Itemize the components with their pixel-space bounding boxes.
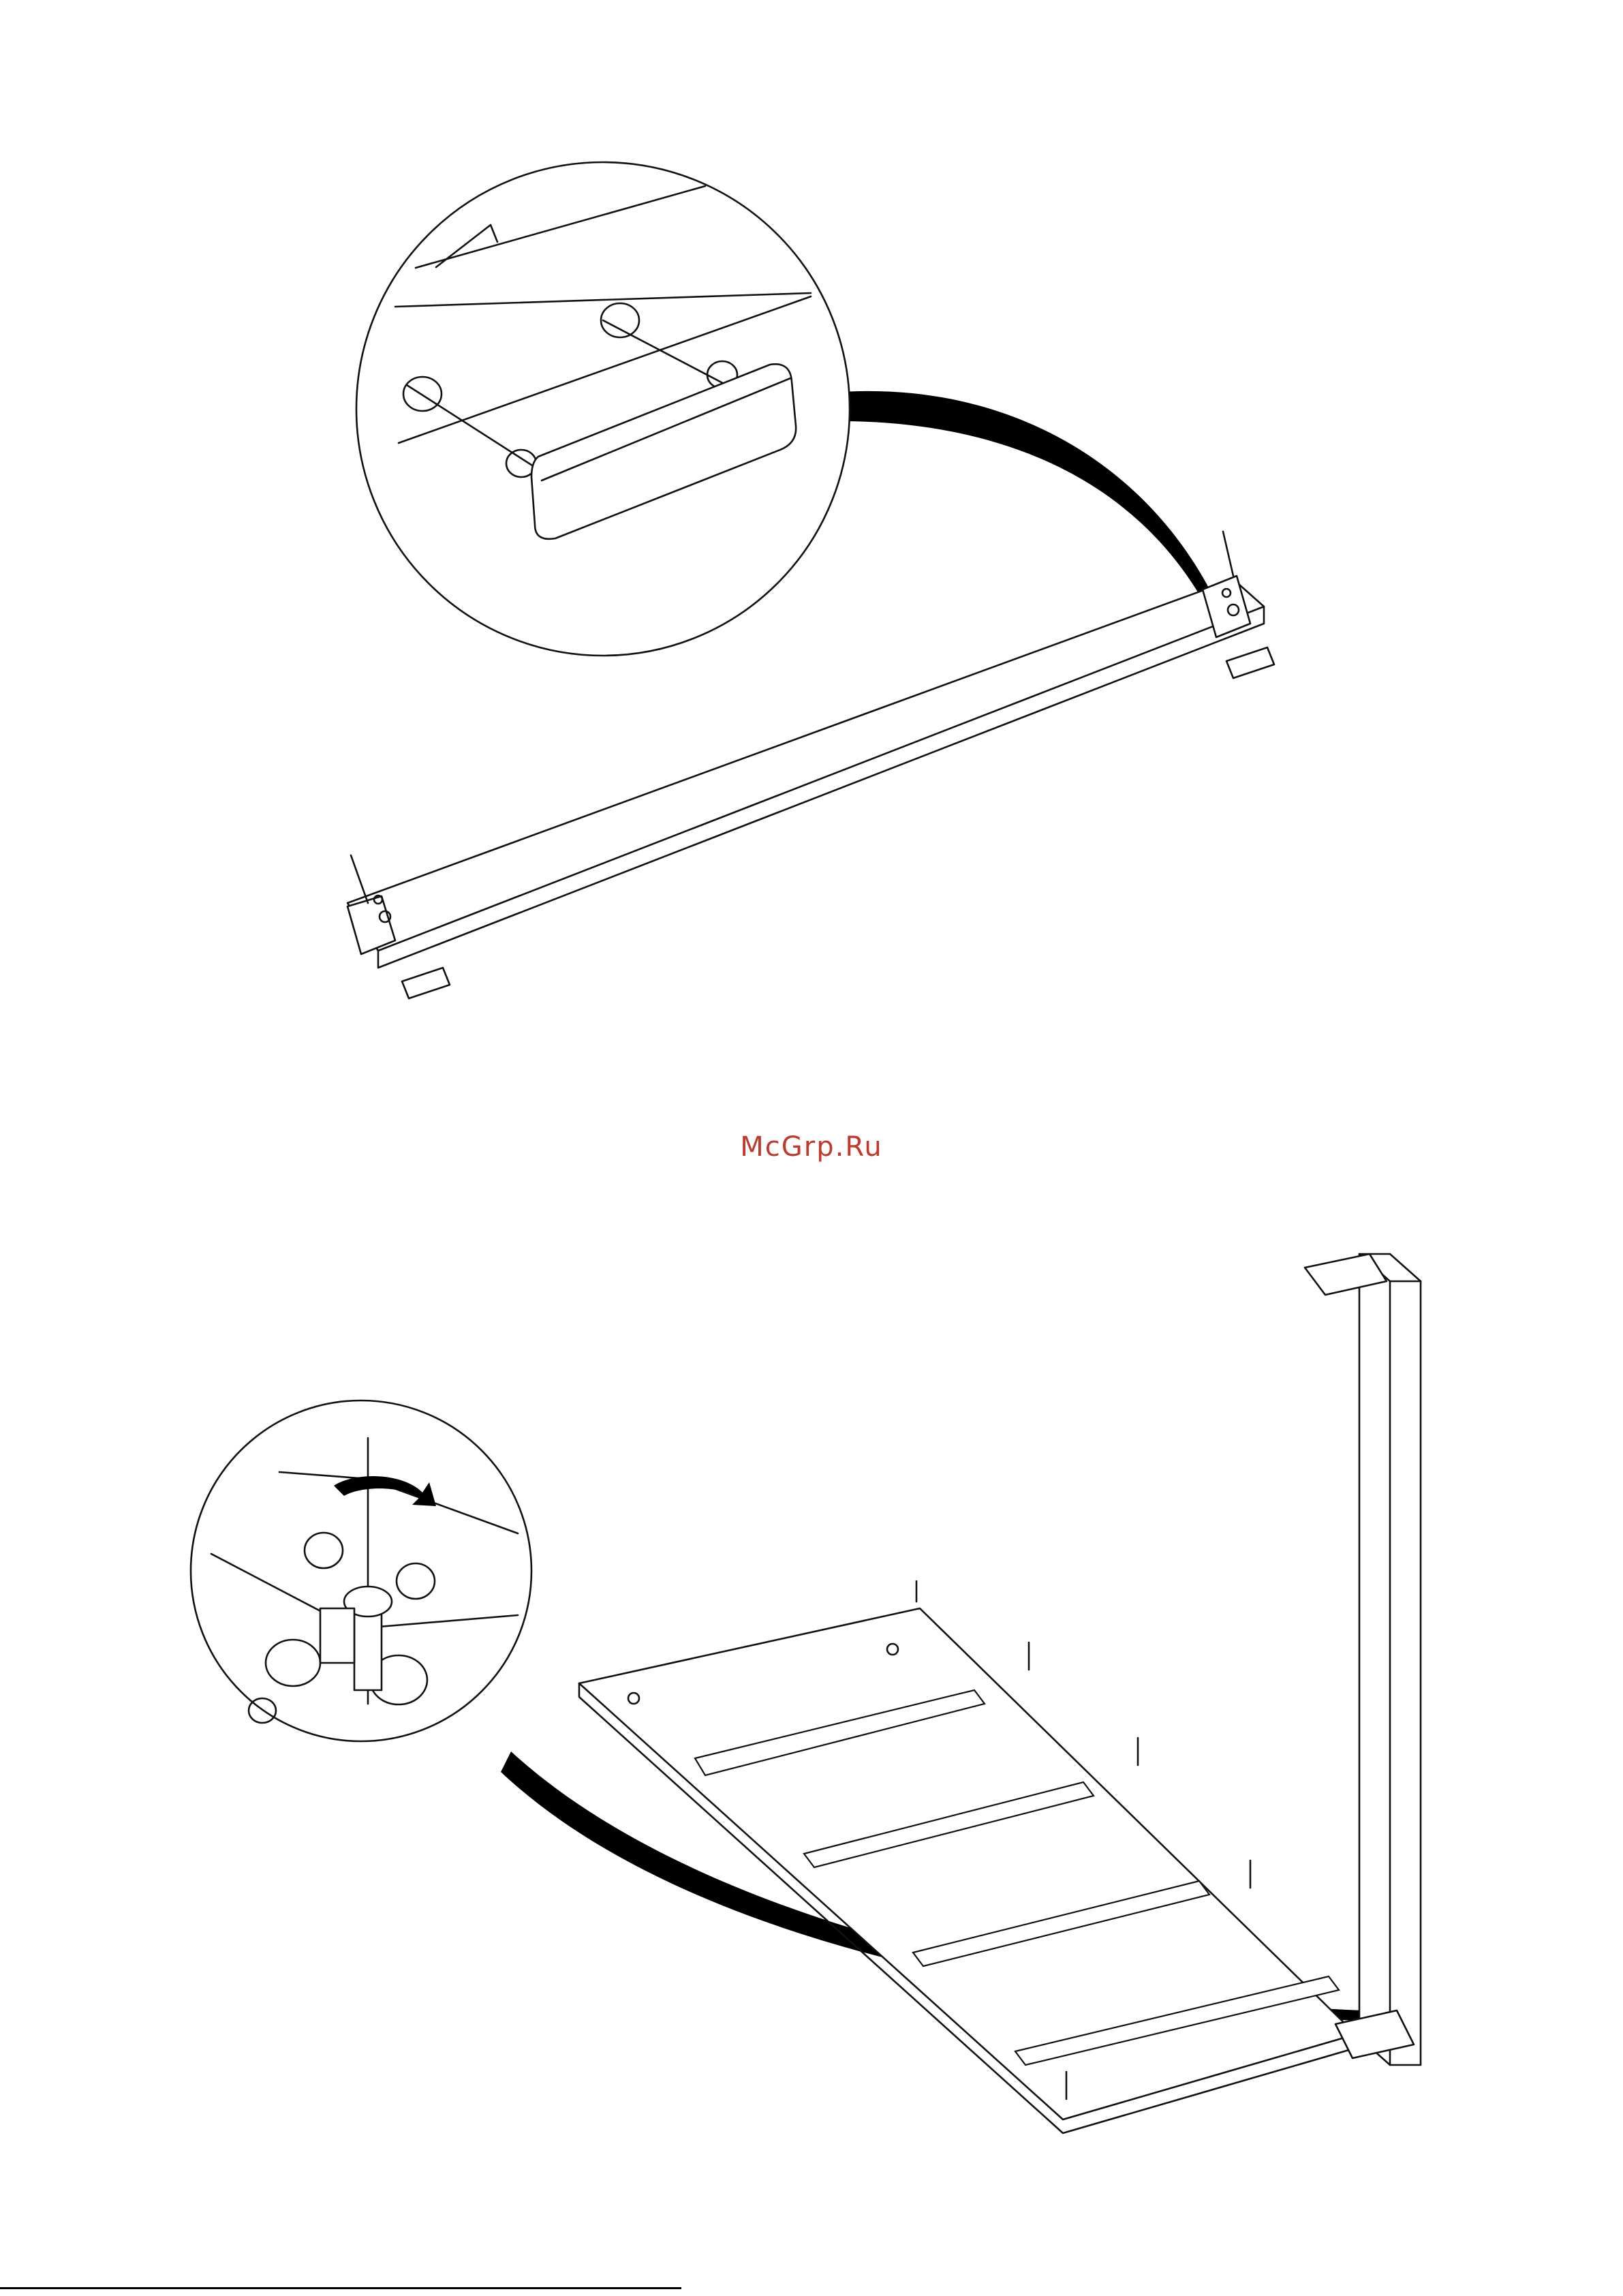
shelf-rail-with-end-caps-illustration <box>0 0 1623 1063</box>
l-frame <box>1305 1254 1421 2065</box>
footer-rule <box>0 2287 681 2289</box>
watermark-text: McGrp.Ru <box>0 1131 1623 1163</box>
panel-with-rails-and-frame-illustration <box>0 1213 1623 2276</box>
